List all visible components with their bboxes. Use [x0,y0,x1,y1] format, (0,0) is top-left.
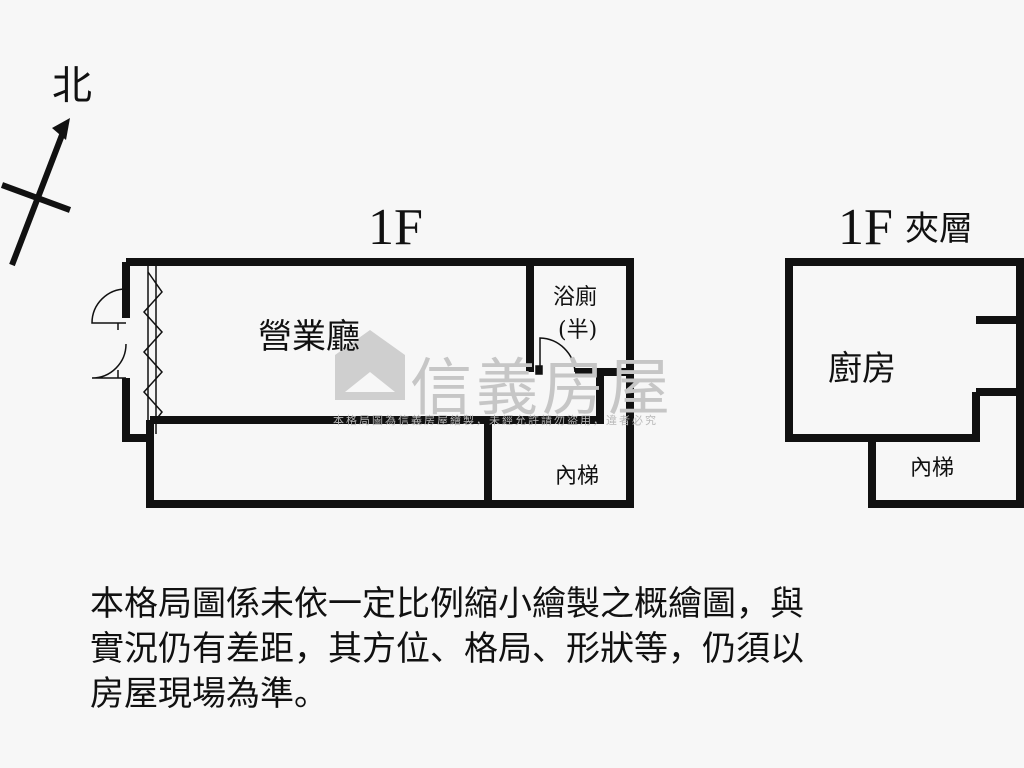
folding-door-icon [142,266,164,434]
entrance-door-icon [91,288,127,379]
disclaimer-line-3: 房屋現場為準。 [90,674,328,714]
mezzanine-title: 1F [838,199,893,256]
watermark-logo-icon [335,330,405,400]
first-floor-title: 1F [368,199,423,256]
first-floor-stairs-label: 內梯 [555,464,600,489]
watermark-notice: 本格局圖為信義房屋繪製，未經允許請勿盜用，違者必究 [333,414,658,427]
watermark-brand: 信義房屋 [410,351,675,424]
mezzanine-subtitle: 夾層 [905,209,973,249]
disclaimer: 本格局圖係未依一定比例縮小繪製之概繪圖，與 實況仍有差距，其方位、格局、形狀等，… [90,582,920,717]
bath-half-label: (半) [558,318,598,343]
mezzanine-walls [785,258,1024,508]
bath-label: 浴廁 [553,285,598,310]
hall-label: 營業廳 [258,317,360,357]
first-floor-inner-walls [488,372,604,424]
north-arrow-icon [0,118,72,267]
disclaimer-line-1: 本格局圖係未依一定比例縮小繪製之概繪圖，與 [90,584,804,624]
north-label: 北 [52,63,92,109]
disclaimer-line-2: 實況仍有差距，其方位、格局、形狀等，仍須以 [90,629,804,669]
kitchen-label: 廚房 [828,349,896,389]
bath-door-icon [535,337,576,375]
mezzanine-stairs-label: 內梯 [910,456,955,481]
